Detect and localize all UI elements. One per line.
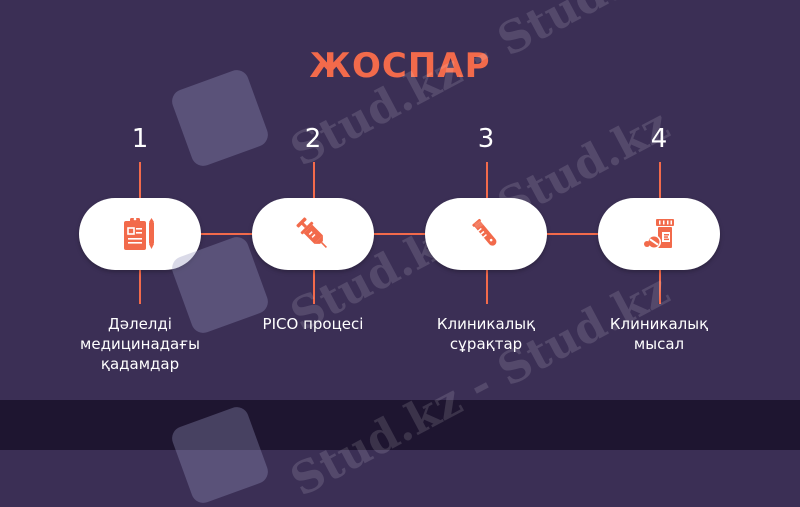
slide: ЖОСПАР 1 Дәлелді медицинадағы bbox=[55, 46, 744, 374]
step-number: 2 bbox=[304, 124, 322, 154]
step-number: 3 bbox=[477, 124, 495, 154]
step-connector-top bbox=[139, 162, 141, 198]
slide-title: ЖОСПАР bbox=[309, 46, 491, 86]
step-connector-top bbox=[659, 162, 661, 198]
step-label-line: мысал bbox=[633, 335, 685, 353]
step-connector-bottom bbox=[139, 270, 141, 304]
step-number: 4 bbox=[650, 124, 668, 154]
step-label-line: Дәлелді bbox=[108, 315, 172, 333]
pill-bottle-icon bbox=[644, 219, 674, 249]
step-number: 1 bbox=[131, 124, 149, 154]
step-label-line: сұрақтар bbox=[449, 335, 523, 353]
step-pill[interactable] bbox=[252, 198, 374, 270]
step-label: Дәлелді медицинадағы қадамдар bbox=[55, 314, 225, 374]
step-connector-top bbox=[313, 162, 315, 198]
step-label-line: Клиникалық bbox=[609, 315, 709, 333]
syringe-icon bbox=[296, 217, 328, 249]
timeline-connector bbox=[140, 233, 660, 235]
step-label-line: PICO процесі bbox=[262, 315, 364, 333]
step-pill[interactable] bbox=[598, 198, 720, 270]
step-label-line: медицинадағы bbox=[80, 335, 200, 353]
step-pill[interactable] bbox=[79, 198, 201, 270]
step-label: Клиникалық мысал bbox=[574, 314, 744, 354]
step-connector-bottom bbox=[313, 270, 315, 304]
step-label-line: қадамдар bbox=[100, 355, 180, 373]
clipboard-pencil-icon bbox=[124, 217, 154, 250]
step-label-line: Клиникалық bbox=[436, 315, 536, 333]
step-label: PICO процесі bbox=[228, 314, 398, 334]
test-tube-icon bbox=[472, 218, 497, 246]
step-pill[interactable] bbox=[425, 198, 547, 270]
step-connector-top bbox=[486, 162, 488, 198]
step-label: Клиникалық сұрақтар bbox=[401, 314, 571, 354]
step-connector-bottom bbox=[486, 270, 488, 304]
footer-band bbox=[0, 400, 800, 450]
step-connector-bottom bbox=[659, 270, 661, 304]
